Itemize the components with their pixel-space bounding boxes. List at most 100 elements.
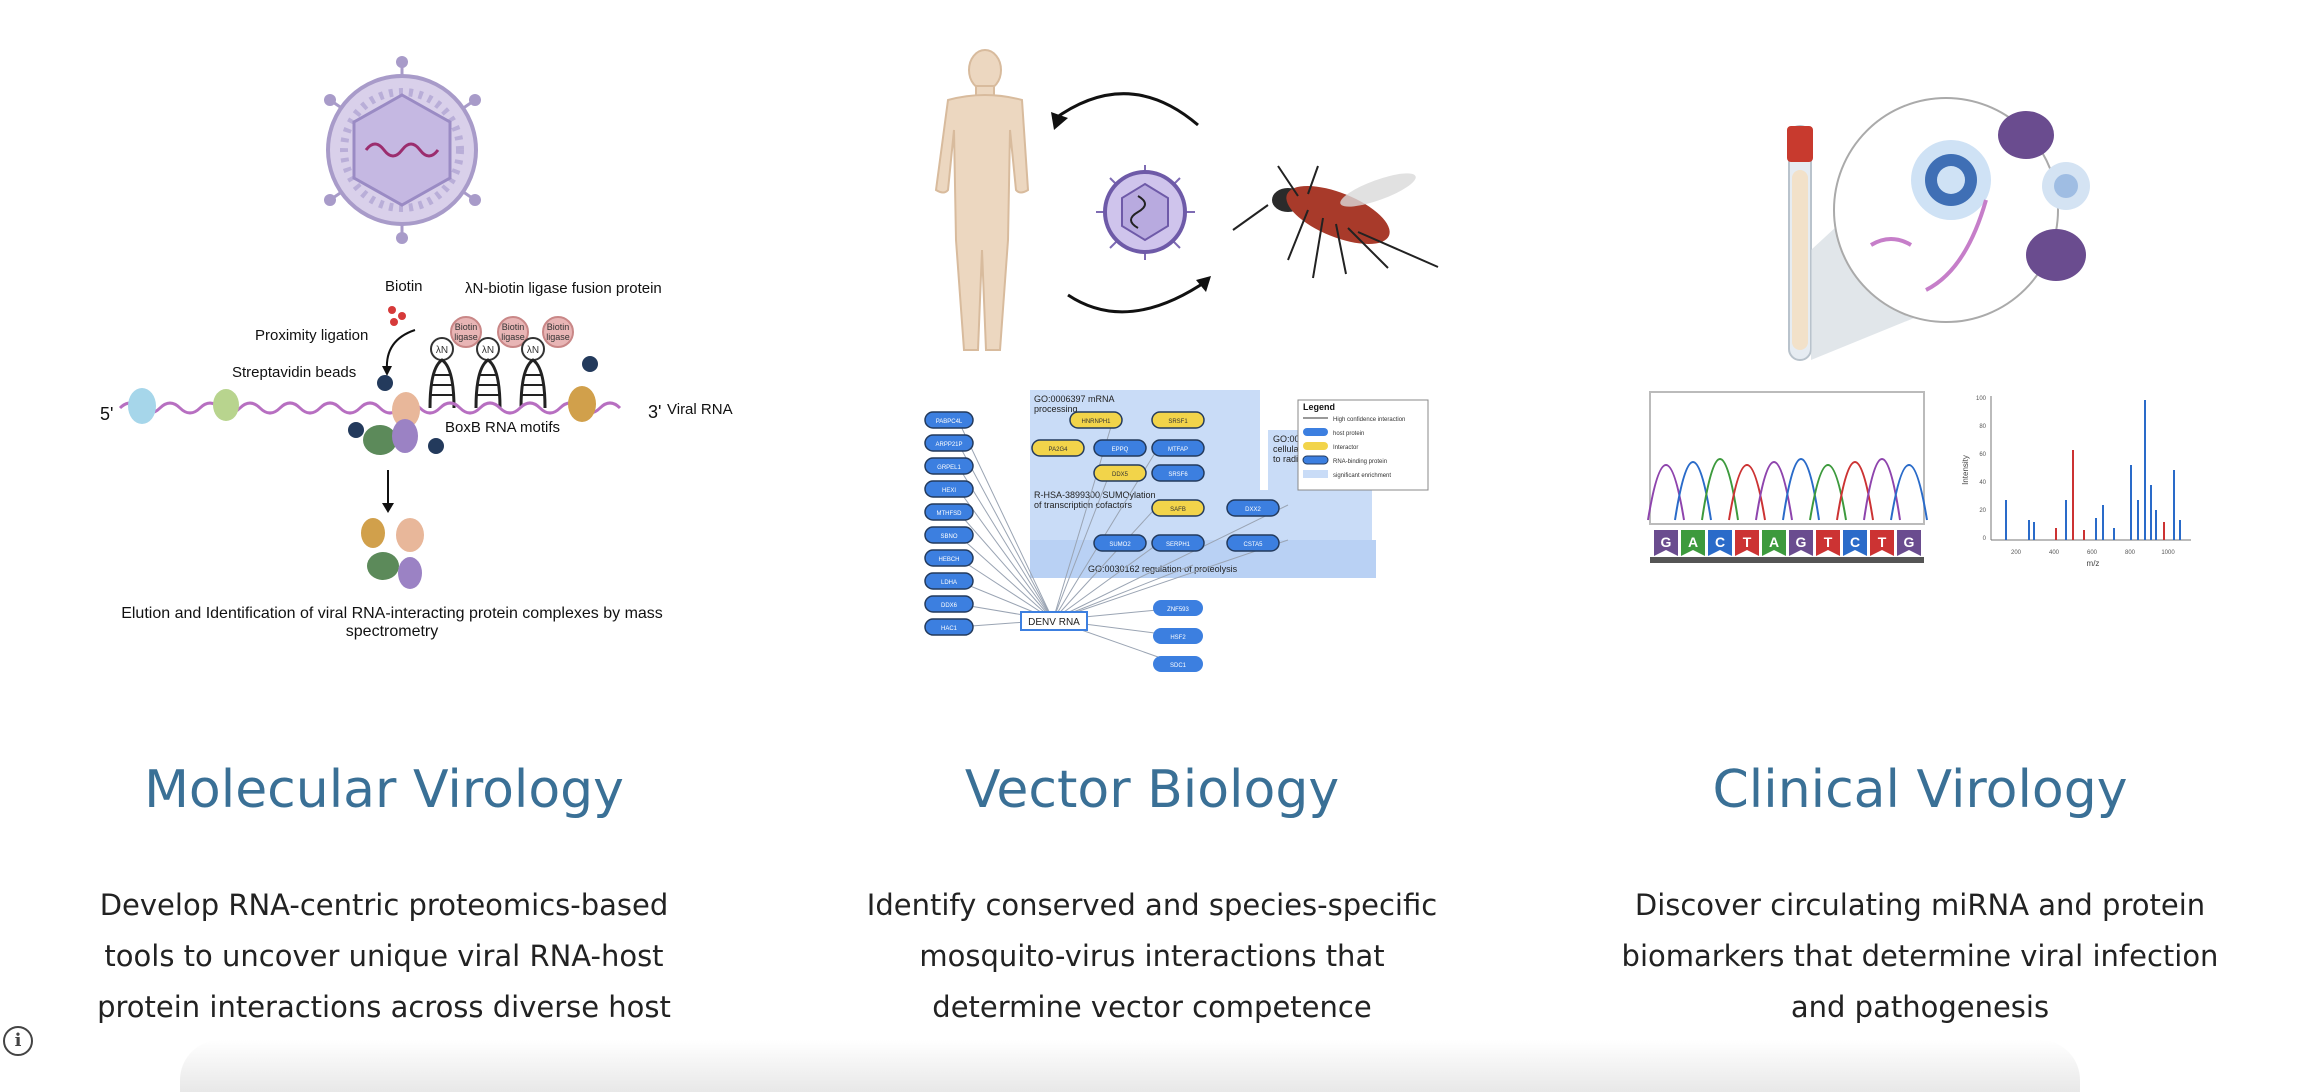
r-hsa-label: R-HSA-3899300 SUMOylation <box>1034 490 1156 500</box>
molecular-virology-heading: Molecular Virology <box>144 760 624 820</box>
chromatogram-peaks <box>1647 458 1928 521</box>
svg-text:DXX2: DXX2 <box>1245 507 1261 513</box>
svg-text:A: A <box>1688 534 1698 550</box>
network-node: SERPH1 <box>1151 534 1205 552</box>
svg-text:significant enrichment: significant enrichment <box>1333 473 1391 479</box>
svg-text:C: C <box>1715 534 1725 550</box>
sequence-letter-tag: A <box>1681 530 1705 556</box>
sequence-letter-tag: A <box>1762 530 1786 556</box>
chromatogram-frame <box>1649 391 1925 525</box>
go-proteolysis-label: GO:0030162 regulation of proteolysis <box>1088 564 1238 574</box>
svg-text:T: T <box>1878 534 1887 550</box>
chromatogram-peak <box>1755 461 1793 521</box>
chromatogram-peak <box>1674 461 1712 521</box>
svg-text:to radiation: to radiation <box>1273 454 1318 464</box>
svg-text:HNRNPH1: HNRNPH1 <box>1081 419 1111 425</box>
human-figure-icon <box>934 49 1030 351</box>
svg-text:T: T <box>1824 534 1833 550</box>
three-prime-label: 3' <box>648 402 661 422</box>
svg-text:SAFB: SAFB <box>1170 507 1186 513</box>
svg-text:SRSF6: SRSF6 <box>1168 472 1188 478</box>
svg-text:ARPP21P: ARPP21P <box>935 442 962 448</box>
chromatogram-peak <box>1836 461 1874 521</box>
svg-text:GRPEL1: GRPEL1 <box>937 465 961 471</box>
viral-rna-strand <box>118 401 622 415</box>
svg-text:C: C <box>1850 534 1860 550</box>
svg-text:Biotin: Biotin <box>502 322 525 332</box>
sequence-letter-tag: C <box>1708 530 1732 556</box>
test-tube-icon <box>1787 125 1813 361</box>
network-node: HEBCH <box>924 549 974 567</box>
network-node: SRSF1 <box>1151 411 1205 429</box>
network-node: SRSF6 <box>1151 464 1205 482</box>
elution-text-line-1: Elution and Identification of viral RNA-… <box>121 605 663 622</box>
ms-ytick: 20 <box>1979 508 1986 514</box>
svg-text:λN: λN <box>482 345 494 356</box>
svg-text:G: G <box>1661 534 1672 550</box>
chromatogram-peak <box>1809 464 1847 521</box>
viral-rna-label: Viral RNA <box>667 401 733 418</box>
svg-text:host protein: host protein <box>1333 431 1364 437</box>
network-node: SAFB <box>1151 499 1205 517</box>
magnified-view-icon <box>1833 97 2090 323</box>
streptavidin-beads-label: Streptavidin beads <box>232 364 356 381</box>
clinical-virology-description: Discover circulating miRNA and protein b… <box>1621 888 2219 1024</box>
network-node: EPPQ <box>1093 439 1147 457</box>
sequence-letter-tag: T <box>1870 530 1894 556</box>
section-molecular-virology: Biotin λN-biotin ligase fusion protein P… <box>0 0 768 1092</box>
network-node: DXX2 <box>1226 499 1280 517</box>
sequence-letter-tag: G <box>1789 530 1813 556</box>
svg-text:Biotin: Biotin <box>547 322 570 332</box>
ms-xtick: 1000 <box>2161 550 2175 556</box>
ms-ytick: 100 <box>1976 396 1987 402</box>
svg-text:λN: λN <box>527 345 539 356</box>
svg-text:SUMO2: SUMO2 <box>1109 542 1131 548</box>
network-node: PABPC4L <box>924 411 974 429</box>
ms-ytick: 60 <box>1979 452 1986 458</box>
vector-biology-illustration: GO:0006397 mRNA processing GO:0071478 ce… <box>924 49 1439 672</box>
svg-text:PA2G4: PA2G4 <box>1049 447 1069 453</box>
chromatogram-peak <box>1890 464 1928 521</box>
svg-text:PABPC4L: PABPC4L <box>936 419 963 425</box>
network-node: MTFAP <box>1151 439 1205 457</box>
svg-text:ligase: ligase <box>454 332 478 342</box>
network-node: HEXI <box>924 480 974 498</box>
svg-text:processing: processing <box>1034 404 1078 414</box>
svg-text:HSF2: HSF2 <box>1170 635 1186 641</box>
svg-text:SRSF1: SRSF1 <box>1168 419 1188 425</box>
svg-text:G: G <box>1796 534 1807 550</box>
ms-ytick: 80 <box>1979 424 1986 430</box>
svg-text:HEBCH: HEBCH <box>938 557 959 563</box>
network-nodes: PABPC4LARPP21PGRPEL1HEXIMTHFSDSBNOHEBCHL… <box>924 411 1280 672</box>
virus-particle-icon <box>324 56 481 244</box>
network-node: PA2G4 <box>1031 439 1085 457</box>
mosquito-icon <box>1232 165 1439 279</box>
svg-text:DDX6: DDX6 <box>941 603 958 609</box>
virus-icon <box>1096 165 1195 260</box>
svg-text:ZNF593: ZNF593 <box>1167 607 1189 613</box>
svg-text:DDX5: DDX5 <box>1112 472 1129 478</box>
sequence-letter-tag: G <box>1897 530 1921 556</box>
ms-xtick: 400 <box>2049 550 2060 556</box>
ms-ylabel: Intensity <box>1961 455 1970 485</box>
network-node: DDX5 <box>1093 464 1147 482</box>
network-node: LDHA <box>924 572 974 590</box>
svg-text:MTFAP: MTFAP <box>1168 447 1188 453</box>
proximity-ligation-label: Proximity ligation <box>255 327 368 344</box>
info-icon[interactable]: i <box>3 1026 33 1056</box>
ms-ytick: 40 <box>1979 480 1986 486</box>
svg-text:SDC1: SDC1 <box>1170 663 1187 669</box>
network-node: DDX6 <box>924 595 974 613</box>
network-node: CSTA5 <box>1226 534 1280 552</box>
svg-text:ligase: ligase <box>501 332 525 342</box>
svg-text:λN: λN <box>436 345 448 356</box>
biotin-ligase-icon: Biotin ligase Biotin ligase Biotin ligas… <box>450 316 574 348</box>
go-mrna-label: GO:0006397 mRNA <box>1034 394 1115 404</box>
svg-text:EPPQ: EPPQ <box>1112 447 1129 453</box>
chromatogram-peak <box>1647 464 1685 521</box>
ms-xlabel: m/z <box>2087 559 2100 568</box>
sequence-letter-tag: T <box>1816 530 1840 556</box>
ms-ytick: 0 <box>1983 536 1987 542</box>
